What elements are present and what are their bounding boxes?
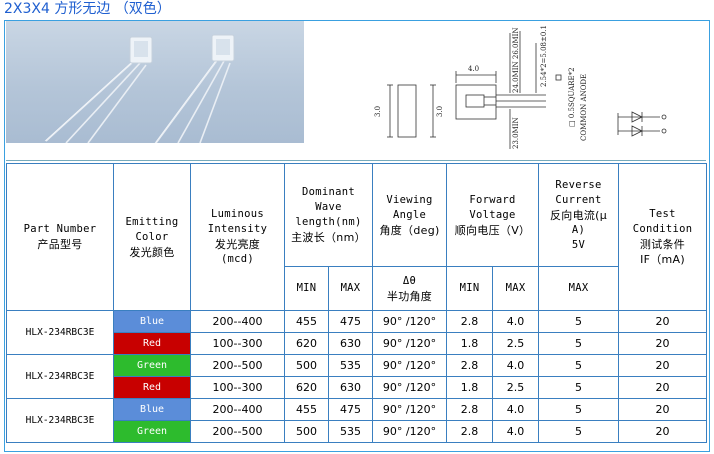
intensity-cell: 100--300 xyxy=(190,376,285,399)
content-frame xyxy=(4,20,710,452)
intensity-cell: 200--500 xyxy=(190,420,285,443)
vf-min-cell: 2.8 xyxy=(446,420,494,443)
reverse-current-cell: 5 xyxy=(538,332,620,355)
subheader-ir-max: MAX xyxy=(538,266,620,311)
part-number-cell: HLX-234RBC3E xyxy=(6,398,114,443)
viewing-angle-cell: 90° /120° xyxy=(372,354,448,377)
wavelength-min-cell: 455 xyxy=(284,310,329,333)
led-photo-illustration xyxy=(44,34,235,143)
vf-max-cell: 2.5 xyxy=(492,376,540,399)
wavelength-max-cell: 630 xyxy=(327,376,374,399)
dim-common-anode: COMMON ANODE xyxy=(580,74,588,141)
intensity-cell: 200--400 xyxy=(190,398,285,421)
dim-side-height: 3.0 xyxy=(374,106,382,117)
wavelength-min-cell: 455 xyxy=(284,398,329,421)
vf-max-cell: 4.0 xyxy=(492,310,540,333)
vf-min-cell: 2.8 xyxy=(446,398,494,421)
wavelength-max-cell: 475 xyxy=(327,398,374,421)
viewing-angle-cell: 90° /120° xyxy=(372,376,448,399)
viewing-angle-cell: 90° /120° xyxy=(372,310,448,333)
intensity-cell: 200--400 xyxy=(190,310,285,333)
subheader-vf-max: MAX xyxy=(492,266,540,311)
vf-max-cell: 4.0 xyxy=(492,398,540,421)
vf-min-cell: 2.8 xyxy=(446,310,494,333)
vf-max-cell: 4.0 xyxy=(492,420,540,443)
test-condition-cell: 20 xyxy=(618,398,708,421)
wavelength-min-cell: 620 xyxy=(284,376,329,399)
part-number-cell: HLX-234RBC3E xyxy=(6,310,114,355)
dim-lead-top: 24.0MIN 26.0MIN xyxy=(512,27,520,93)
test-condition-cell: 20 xyxy=(618,376,708,399)
viewing-angle-cell: 90° /120° xyxy=(372,398,448,421)
reverse-current-cell: 5 xyxy=(538,310,620,333)
dim-lead-bottom: 23.0MIN xyxy=(512,117,520,149)
test-condition-cell: 20 xyxy=(618,332,708,355)
subheader-vf-min: MIN xyxy=(446,266,494,311)
emitting-color-cell: Green xyxy=(113,420,191,443)
dim-height: 3.0 xyxy=(436,106,444,117)
reverse-current-cell: 5 xyxy=(538,398,620,421)
vf-min-cell: 1.8 xyxy=(446,376,494,399)
reverse-current-cell: 5 xyxy=(538,376,620,399)
vf-max-cell: 4.0 xyxy=(492,354,540,377)
wavelength-min-cell: 500 xyxy=(284,354,329,377)
wavelength-min-cell: 620 xyxy=(284,332,329,355)
vf-min-cell: 1.8 xyxy=(446,332,494,355)
reverse-current-cell: 5 xyxy=(538,354,620,377)
viewing-angle-cell: 90° /120° xyxy=(372,332,448,355)
vf-min-cell: 2.8 xyxy=(446,354,494,377)
page-title: 2X3X4 方形无边 （双色） xyxy=(4,1,171,17)
wavelength-max-cell: 630 xyxy=(327,332,374,355)
reverse-current-cell: 5 xyxy=(538,420,620,443)
wavelength-max-cell: 535 xyxy=(327,420,374,443)
divider xyxy=(6,160,706,161)
product-photo xyxy=(6,21,304,143)
part-number-cell: HLX-234RBC3E xyxy=(6,354,114,399)
subheader-wl-max: MAX xyxy=(327,266,374,311)
emitting-color-cell: Red xyxy=(113,332,191,355)
subheader-wl-min: MIN xyxy=(284,266,329,311)
emitting-color-cell: Blue xyxy=(113,398,191,421)
emitting-color-cell: Blue xyxy=(113,310,191,333)
viewing-angle-cell: 90° /120° xyxy=(372,420,448,443)
dimension-drawing: 3.0 3.0 4.0 24.0MIN 26.0MIN 2.54*2=5.08±… xyxy=(360,23,690,153)
intensity-cell: 100--300 xyxy=(190,332,285,355)
outline-drawing-svg: 3.0 3.0 4.0 24.0MIN 26.0MIN 2.54*2=5.08±… xyxy=(374,25,667,149)
dim-width: 4.0 xyxy=(468,65,479,73)
vf-max-cell: 2.5 xyxy=(492,332,540,355)
test-condition-cell: 20 xyxy=(618,420,708,443)
emitting-color-cell: Green xyxy=(113,354,191,377)
test-condition-cell: 20 xyxy=(618,310,708,333)
dim-square: □ 0.5SQUARE*2 xyxy=(568,67,576,127)
wavelength-max-cell: 535 xyxy=(327,354,374,377)
wavelength-max-cell: 475 xyxy=(327,310,374,333)
wavelength-min-cell: 500 xyxy=(284,420,329,443)
emitting-color-cell: Red xyxy=(113,376,191,399)
intensity-cell: 200--500 xyxy=(190,354,285,377)
dim-pitch: 2.54*2=5.08±0.1 xyxy=(540,25,548,87)
test-condition-cell: 20 xyxy=(618,354,708,377)
